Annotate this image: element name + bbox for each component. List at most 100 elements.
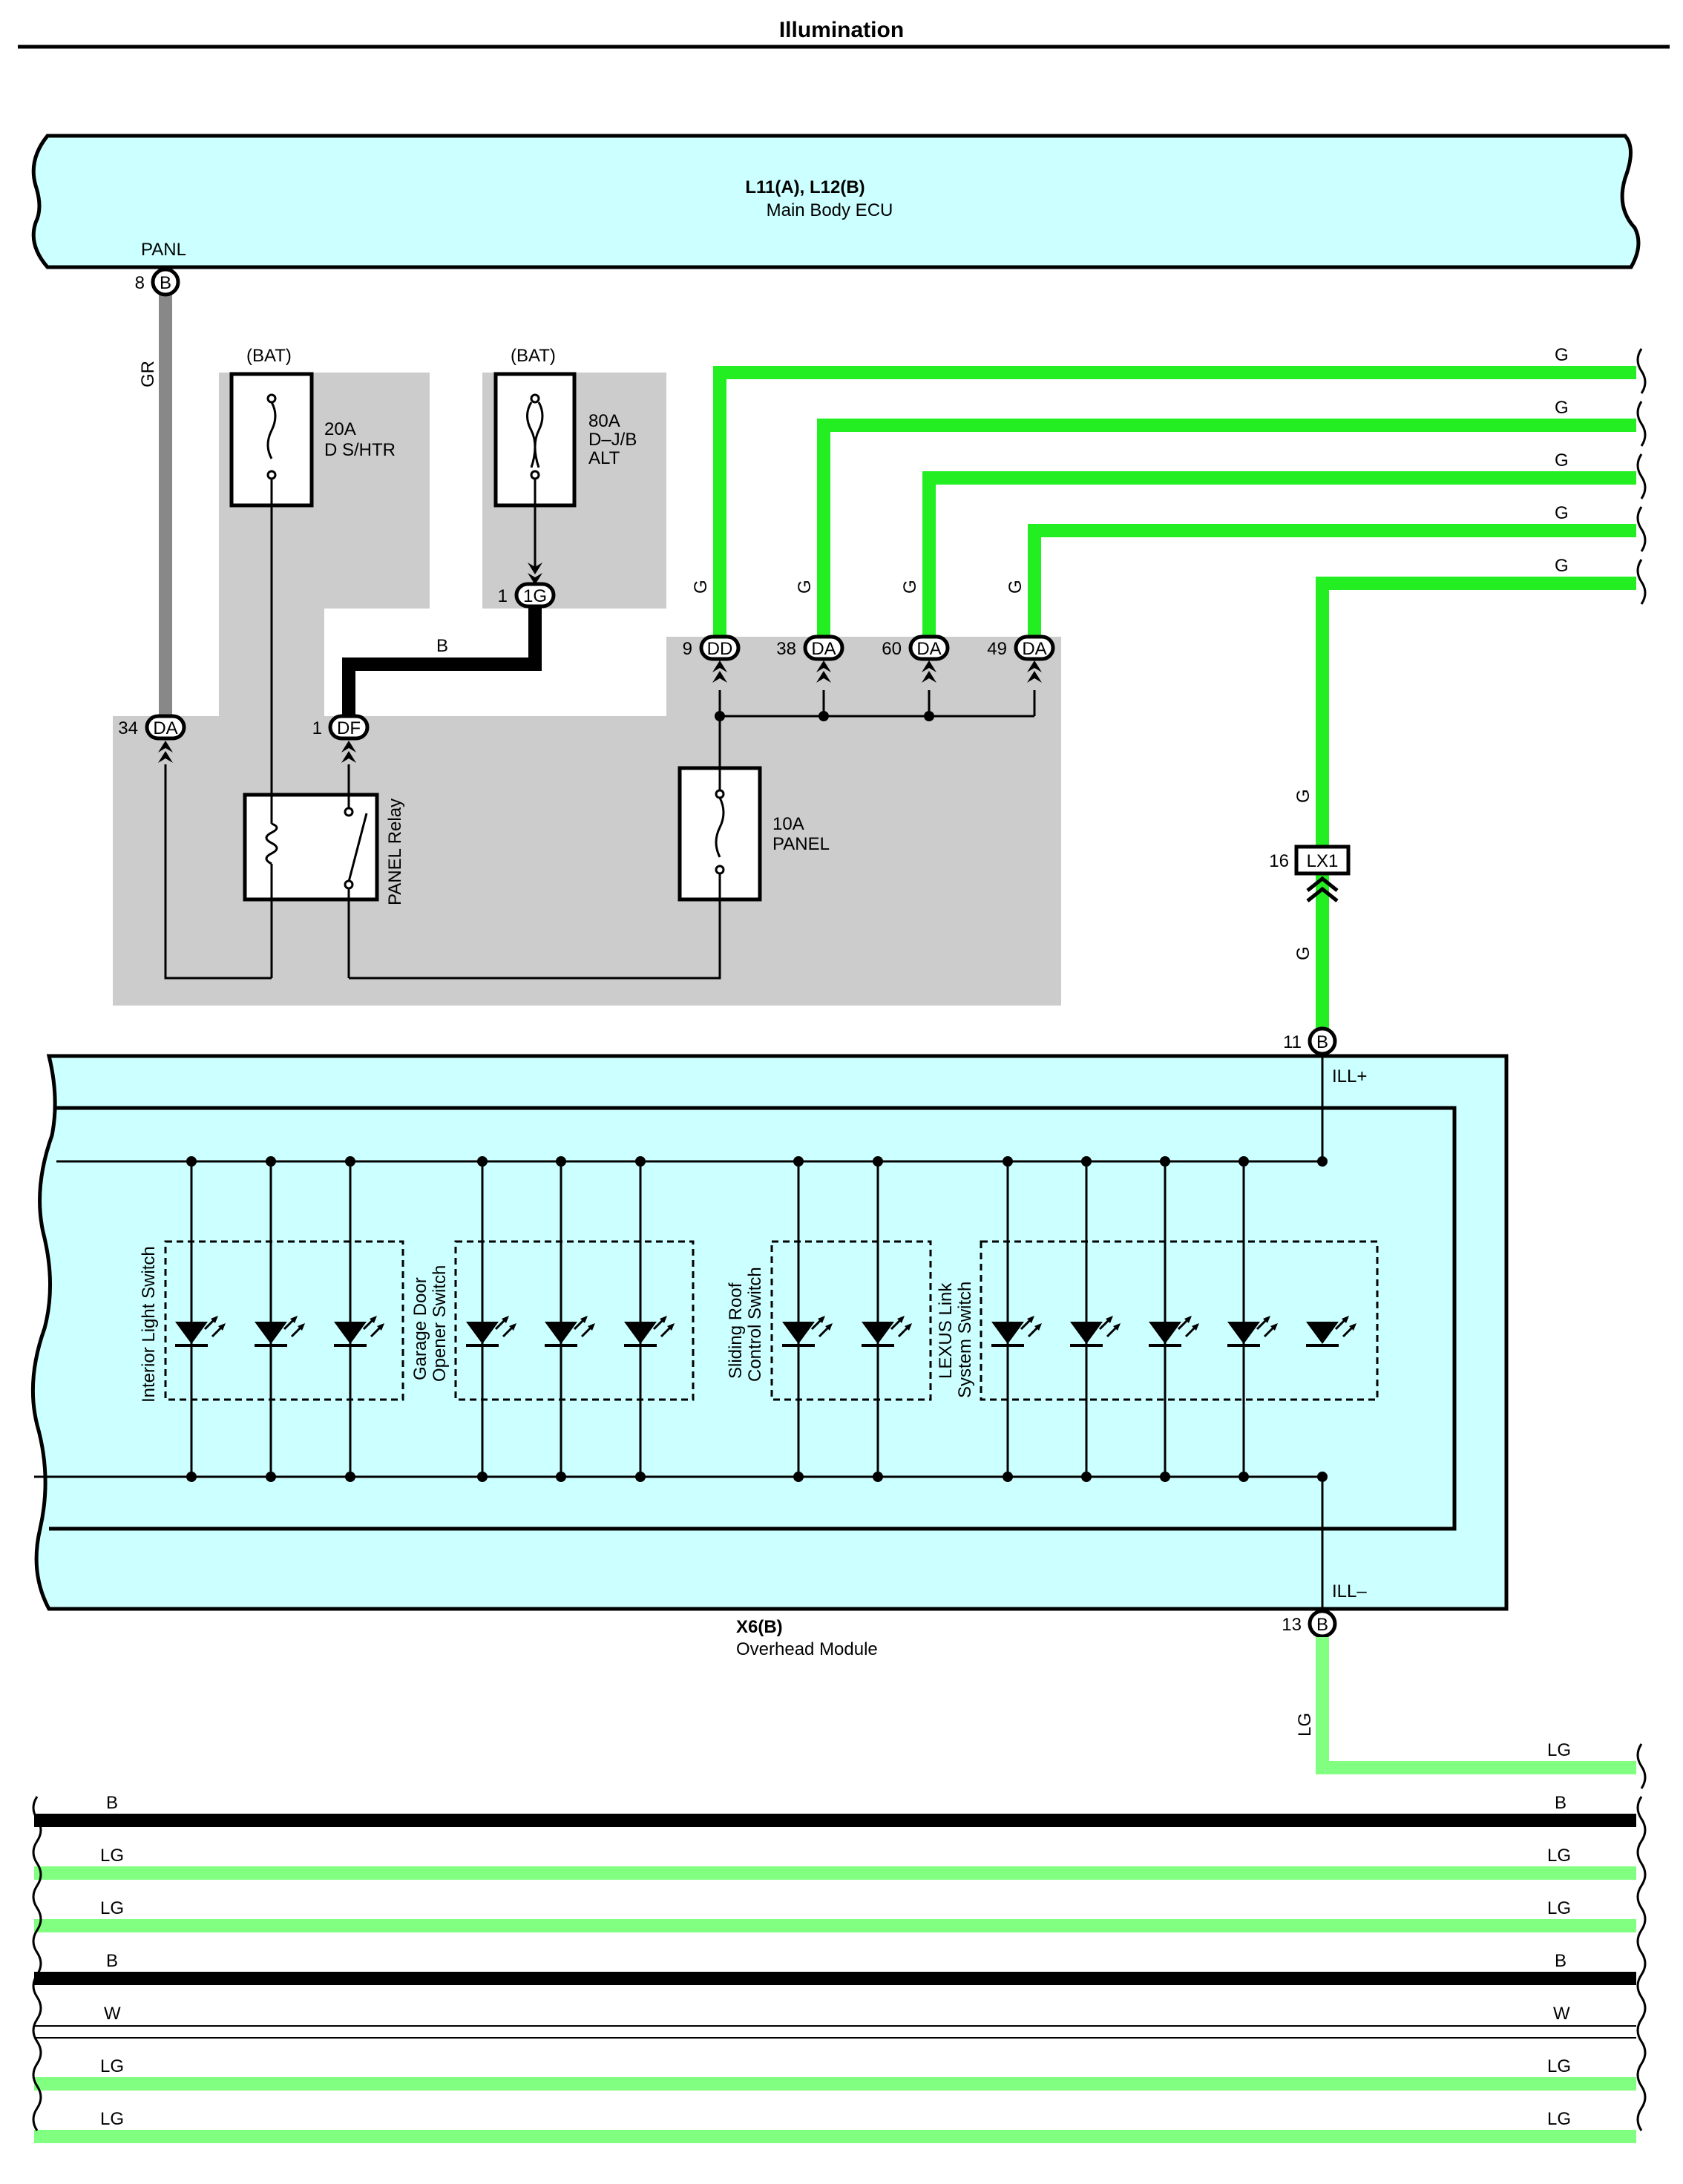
right-g-label-4: G [1555, 503, 1569, 523]
svg-text:W: W [104, 2004, 121, 2024]
b-wire-label: B [436, 636, 448, 656]
bottom-wire-1: B B [34, 1793, 1636, 1827]
panel-relay-label: PANEL Relay [385, 798, 405, 905]
ecu-pin-8: B 8 [135, 267, 180, 297]
fuse-80a-name2: ALT [588, 448, 620, 468]
main-body-ecu-box [31, 134, 1641, 269]
overhead-pin-13: B 13 [1282, 1609, 1337, 1639]
led-columns [174, 1156, 1358, 1482]
overhead-pin-11: B 11 [1283, 1026, 1337, 1056]
svg-text:11: 11 [1283, 1032, 1302, 1052]
svg-text:B: B [1316, 1615, 1328, 1635]
svg-text:13: 13 [1282, 1615, 1302, 1635]
svg-text:LG: LG [100, 2056, 124, 2076]
fuse-20a-name: D S/HTR [324, 440, 396, 460]
svg-text:LG: LG [100, 2109, 124, 2129]
svg-text:60: 60 [882, 639, 902, 659]
switch-groups [164, 1240, 1379, 1401]
switch-label-garage-door-2: Opener Switch [430, 1265, 450, 1382]
svg-text:34: 34 [118, 718, 138, 738]
bottom-wire-2: LG LG [34, 1846, 1636, 1880]
svg-text:G: G [900, 580, 920, 594]
b-wire [342, 606, 542, 716]
svg-text:16: 16 [1269, 851, 1289, 871]
relay-coil [265, 505, 278, 978]
overhead-name: Overhead Module [736, 1639, 878, 1659]
right-g-label-5: G [1555, 556, 1569, 576]
gr-wire-label: GR [138, 361, 158, 387]
svg-text:1: 1 [312, 718, 322, 738]
switch-label-interior-light: Interior Light Switch [139, 1246, 159, 1403]
svg-text:G: G [1005, 580, 1026, 594]
switch-label-lexus-link-1: LEXUS Link [936, 1282, 956, 1379]
panl-pin-label: PANL [141, 240, 186, 260]
bottom-wire-5: W W [34, 2004, 1636, 2039]
fuse-20a-source: (BAT) [246, 346, 292, 366]
switch-label-sliding-roof-2: Control Switch [745, 1267, 765, 1382]
jb-bus-drops [715, 690, 1036, 721]
overhead-connector: X6(B) [736, 1617, 783, 1637]
svg-text:DA: DA [1022, 639, 1046, 659]
svg-text:B: B [106, 1793, 118, 1813]
svg-text:B: B [1555, 1951, 1566, 1971]
svg-text:DD: DD [707, 639, 733, 659]
svg-text:LG: LG [1547, 2109, 1571, 2129]
svg-text:B: B [1555, 1793, 1566, 1813]
jb-conn-9: G DD 9 [683, 580, 741, 683]
right-g-label-2: G [1555, 398, 1569, 418]
svg-text:1: 1 [498, 586, 508, 606]
svg-text:B: B [106, 1951, 118, 1971]
jb-conn-38: G DA 38 [776, 580, 844, 683]
fuse-80a-rating: 80A [588, 411, 620, 431]
fuse-80a-symbol [526, 393, 544, 571]
lg-output-wire [1316, 1637, 1636, 1774]
page-title: Illumination [779, 18, 904, 42]
fuse-20a-rating: 20A [324, 419, 356, 439]
fuse-10a-rating: 10A [772, 814, 804, 834]
svg-text:LG: LG [100, 1846, 124, 1866]
lg-output-right-label: LG [1547, 1740, 1571, 1760]
svg-text:38: 38 [776, 639, 796, 659]
svg-text:LG: LG [100, 1898, 124, 1918]
main-body-ecu-name: Main Body ECU [767, 200, 893, 220]
lx1-g-bottom: G [1293, 946, 1313, 960]
right-g-label-1: G [1555, 345, 1569, 365]
bottom-wire-3: LG LG [34, 1898, 1636, 1932]
ill-plus-label: ILL+ [1332, 1066, 1367, 1086]
svg-text:LG: LG [1547, 1846, 1571, 1866]
svg-text:W: W [1553, 2004, 1570, 2024]
svg-text:LG: LG [1547, 1898, 1571, 1918]
relay-switch [344, 764, 368, 978]
fuse-10a-name: PANEL [772, 834, 830, 854]
jb-conn-49: G DA 49 [987, 580, 1055, 683]
panel-relay-box [243, 793, 379, 902]
green-wires [713, 366, 1636, 1035]
relay-ground-wire [164, 764, 272, 980]
bottom-wire-4: B B [34, 1951, 1636, 1985]
bottom-wire-6: LG LG [34, 2056, 1636, 2090]
right-g-label-3: G [1555, 450, 1569, 470]
svg-text:B: B [160, 273, 171, 293]
bottom-wire-breaks [32, 1796, 1647, 2131]
switch-label-garage-door-1: Garage Door [410, 1277, 430, 1380]
svg-text:DA: DA [916, 639, 941, 659]
switch-label-lexus-link-2: System Switch [955, 1282, 975, 1398]
svg-text:LG: LG [1547, 2056, 1571, 2076]
switch-label-sliding-roof-1: Sliding Roof [726, 1282, 746, 1379]
svg-text:DF: DF [337, 718, 361, 738]
overhead-inner-frame [49, 1106, 1457, 1531]
relay-output-wire [349, 898, 721, 980]
fuse-20a-symbol [266, 393, 277, 505]
svg-text:DA: DA [153, 718, 177, 738]
main-body-ecu-connector: L11(A), L12(B) [745, 177, 865, 197]
svg-text:9: 9 [683, 639, 692, 659]
fuse-80a-name1: D–J/B [588, 430, 637, 450]
svg-text:1G: 1G [523, 586, 547, 606]
svg-text:G: G [795, 580, 815, 594]
conn-lx1: LX1 16 [1269, 845, 1351, 902]
conn-df: DF 1 [312, 714, 370, 741]
conn-da-34: DA 34 [118, 714, 186, 741]
svg-text:49: 49 [987, 639, 1007, 659]
lg-output-left-label: LG [1295, 1713, 1315, 1737]
